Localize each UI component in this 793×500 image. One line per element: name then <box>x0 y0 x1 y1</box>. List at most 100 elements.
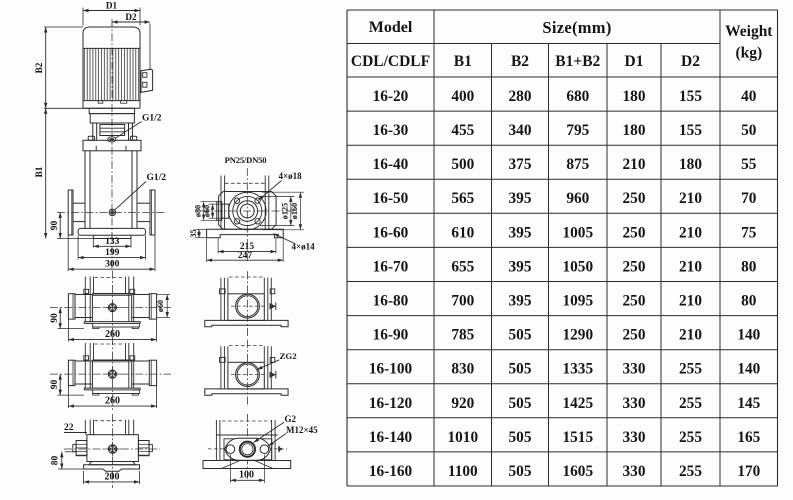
svg-text:250: 250 <box>623 327 646 344</box>
svg-text:170: 170 <box>737 463 760 480</box>
svg-text:330: 330 <box>623 395 646 412</box>
svg-text:680: 680 <box>566 88 589 105</box>
svg-text:ø125: ø125 <box>281 203 290 219</box>
svg-text:Model: Model <box>369 19 413 36</box>
svg-text:210: 210 <box>679 327 702 344</box>
svg-text:80: 80 <box>741 258 757 275</box>
svg-text:505: 505 <box>509 361 532 378</box>
svg-text:80: 80 <box>741 293 757 310</box>
svg-text:830: 830 <box>451 361 474 378</box>
svg-text:90: 90 <box>50 313 60 323</box>
svg-text:55: 55 <box>741 156 757 173</box>
svg-text:250: 250 <box>623 258 646 275</box>
svg-text:247: 247 <box>238 251 253 261</box>
svg-text:G1/2: G1/2 <box>142 113 162 123</box>
svg-text:80: 80 <box>51 456 61 466</box>
svg-text:255: 255 <box>679 395 702 412</box>
svg-text:16-100: 16-100 <box>369 361 413 378</box>
svg-text:250: 250 <box>623 224 646 241</box>
svg-text:16-60: 16-60 <box>373 224 409 241</box>
svg-text:795: 795 <box>566 122 589 139</box>
svg-text:B2: B2 <box>511 53 529 70</box>
svg-text:PN25/DN50: PN25/DN50 <box>225 155 267 165</box>
svg-text:500: 500 <box>451 156 474 173</box>
svg-text:B1: B1 <box>454 53 472 70</box>
svg-text:ø60: ø60 <box>156 300 165 312</box>
svg-text:1515: 1515 <box>563 429 594 446</box>
svg-text:75: 75 <box>741 224 757 241</box>
svg-text:505: 505 <box>509 327 532 344</box>
svg-text:D1: D1 <box>625 53 644 70</box>
svg-text:Size(mm): Size(mm) <box>542 18 611 37</box>
svg-text:395: 395 <box>509 258 532 275</box>
svg-text:565: 565 <box>451 190 474 207</box>
svg-text:1605: 1605 <box>563 463 594 480</box>
svg-text:255: 255 <box>679 463 702 480</box>
svg-text:ø60: ø60 <box>202 205 211 217</box>
svg-text:1095: 1095 <box>563 293 594 310</box>
svg-text:1290: 1290 <box>563 327 594 344</box>
svg-text:260: 260 <box>105 396 120 407</box>
svg-text:16-50: 16-50 <box>373 190 409 207</box>
svg-text:1050: 1050 <box>563 258 594 275</box>
svg-text:210: 210 <box>679 258 702 275</box>
svg-text:375: 375 <box>509 156 532 173</box>
svg-text:210: 210 <box>679 293 702 310</box>
svg-text:200: 200 <box>105 471 120 482</box>
svg-text:280: 280 <box>509 88 532 105</box>
svg-text:16-90: 16-90 <box>373 327 409 344</box>
svg-text:330: 330 <box>623 361 646 378</box>
svg-text:G2: G2 <box>285 414 297 424</box>
svg-text:700: 700 <box>451 293 474 310</box>
svg-text:70: 70 <box>741 190 757 207</box>
svg-text:210: 210 <box>623 156 646 173</box>
svg-text:D2: D2 <box>125 12 137 22</box>
svg-text:155: 155 <box>679 88 702 105</box>
svg-text:210: 210 <box>679 190 702 207</box>
svg-text:CDL/CDLF: CDL/CDLF <box>351 53 430 70</box>
svg-text:165: 165 <box>737 429 760 446</box>
svg-text:505: 505 <box>509 395 532 412</box>
svg-text:1010: 1010 <box>448 429 479 446</box>
svg-text:4×ø18: 4×ø18 <box>279 171 303 181</box>
svg-text:D1: D1 <box>106 0 118 10</box>
svg-text:255: 255 <box>679 429 702 446</box>
svg-text:250: 250 <box>623 293 646 310</box>
svg-text:133: 133 <box>105 237 120 247</box>
svg-text:400: 400 <box>451 88 474 105</box>
svg-text:875: 875 <box>566 156 589 173</box>
svg-text:4×ø14: 4×ø14 <box>292 242 316 252</box>
svg-text:ø80: ø80 <box>193 205 202 217</box>
svg-text:255: 255 <box>679 361 702 378</box>
svg-text:22: 22 <box>64 423 74 433</box>
svg-text:90: 90 <box>50 380 60 390</box>
svg-text:1005: 1005 <box>563 224 594 241</box>
svg-text:395: 395 <box>509 190 532 207</box>
svg-text:180: 180 <box>623 122 646 139</box>
svg-text:G1/2: G1/2 <box>147 173 167 183</box>
svg-text:16-80: 16-80 <box>373 293 409 310</box>
svg-text:505: 505 <box>509 463 532 480</box>
svg-text:16-40: 16-40 <box>373 156 409 173</box>
svg-text:1425: 1425 <box>563 395 594 412</box>
svg-text:ø160: ø160 <box>290 203 299 219</box>
svg-text:140: 140 <box>737 327 760 344</box>
svg-text:199: 199 <box>105 248 120 258</box>
svg-text:330: 330 <box>623 429 646 446</box>
svg-text:16-140: 16-140 <box>369 429 413 446</box>
svg-text:100: 100 <box>239 470 254 481</box>
svg-text:1100: 1100 <box>448 463 478 480</box>
svg-text:330: 330 <box>623 463 646 480</box>
svg-text:16-70: 16-70 <box>373 258 409 275</box>
svg-text:145: 145 <box>737 395 760 412</box>
svg-text:260: 260 <box>105 329 120 340</box>
svg-text:B1: B1 <box>34 166 44 177</box>
svg-text:D2: D2 <box>681 53 700 70</box>
svg-text:215: 215 <box>240 242 255 252</box>
svg-text:B1+B2: B1+B2 <box>555 53 600 70</box>
svg-text:M12×45: M12×45 <box>286 425 318 435</box>
svg-text:1335: 1335 <box>563 361 594 378</box>
svg-text:920: 920 <box>451 395 474 412</box>
svg-text:16-160: 16-160 <box>369 463 413 480</box>
svg-text:300: 300 <box>105 260 120 270</box>
